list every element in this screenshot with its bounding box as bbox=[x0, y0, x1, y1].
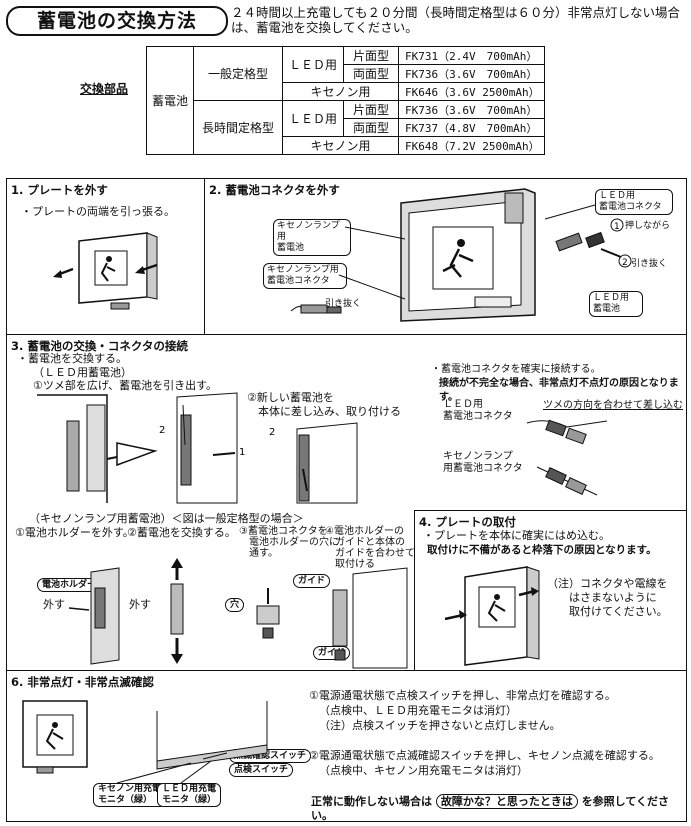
model-cell: FK731（2.4V 700mAh） bbox=[398, 46, 545, 65]
intro-text: ２４時間以上充電しても２０分間（長時間定格型は６０分）非常点灯しない場合は、蓄電… bbox=[231, 5, 681, 35]
xenon-step3: ③蓄電池コネクタを 電池ホルダーの穴に 通す。 bbox=[239, 526, 339, 559]
xenon-step2: ②蓄電池を交換する。 bbox=[127, 526, 236, 539]
step2-title: 2. 蓄電池コネクタを外す bbox=[209, 183, 340, 197]
model-cell: FK736（3.6V 700mAh） bbox=[398, 64, 545, 83]
type-cell: 一般定格型 bbox=[193, 46, 283, 101]
step-circle-2 bbox=[618, 254, 632, 268]
type-cell: 長時間定格型 bbox=[193, 100, 283, 155]
final-post: を参照してください。 bbox=[311, 795, 670, 822]
step3-xenon-panel: （キセノンランプ用蓄電池）＜図は一般定格型の場合＞ ①電池ホルダーを外す。 ②蓄… bbox=[6, 510, 416, 671]
hole-tag: 穴 bbox=[225, 598, 245, 612]
led-battery-label: ＬＥＤ用 蓄電池 bbox=[589, 291, 643, 317]
model-cell: FK648（7.2V 2500mAh） bbox=[398, 136, 545, 155]
category-cell: 蓄電池 bbox=[146, 46, 194, 155]
xenon-illustrations bbox=[68, 558, 408, 669]
step1-title: 1. プレートを外す bbox=[11, 183, 108, 197]
xenon-monitor-tag: キセノン用充電 モニタ（緑） bbox=[93, 783, 167, 807]
xenon-step4: ④電池ホルダーの ガイドと本体の ガイドを合わせて 取付ける bbox=[325, 526, 415, 570]
step3-line2: （ＬＥＤ用蓄電池） bbox=[33, 366, 132, 379]
step3-illustrations: 2 1 2 bbox=[37, 392, 608, 504]
step2-panel: 2. 蓄電池コネクタを外す キセノンランプ用 蓄電池 キセノンランプ用 蓄電池コ… bbox=[204, 178, 687, 336]
press-label: 押しながら bbox=[625, 221, 671, 231]
pull-out-label-2: 引き抜く bbox=[631, 259, 668, 269]
xenon-step1: ①電池ホルダーを外す。 bbox=[15, 526, 134, 539]
step3-sub1: ①ツメ部を広げ、蓄電池を引き出す。 bbox=[33, 379, 217, 392]
xenon-head: （キセノンランプ用蓄電池）＜図は一般定格型の場合＞ bbox=[29, 512, 304, 525]
step-circle-1-text: 1 bbox=[614, 222, 620, 232]
step4-line1: ・プレートを本体に確実にはめ込む。 bbox=[423, 529, 610, 542]
fixture-open-illustration: 1 2 bbox=[290, 188, 632, 322]
step1-panel: 1. プレートを外す ・プレートの両端を引っ張る。 bbox=[6, 178, 206, 336]
step6-p2b: （点検中、キセノン用充電モニタは消灯） bbox=[319, 764, 528, 777]
xenon-battery-label: キセノンランプ用 蓄電池 bbox=[273, 219, 351, 256]
step-circle-1 bbox=[610, 218, 624, 232]
variant-cell: 両面型 bbox=[343, 64, 399, 83]
tsume-text: ツメの方向を合わせて差し込む bbox=[543, 400, 683, 411]
parts-table: 蓄電池 一般定格型 ＬＥＤ用 片面型 FK731（2.4V 700mAh） 両面… bbox=[146, 46, 545, 155]
step6-illustrations bbox=[22, 700, 268, 784]
led-connector-label: ＬＥＤ用 蓄電池コネクタ bbox=[595, 189, 673, 215]
led-cell: ＬＥＤ用 bbox=[282, 46, 344, 83]
fixture-illustration bbox=[53, 232, 158, 310]
step-circle-2-text: 2 bbox=[622, 258, 628, 268]
led-monitor-tag: ＬＥＤ用充電 モニタ（緑） bbox=[157, 783, 222, 807]
step3-right1: ・蓄電池コネクタを確実に接続する。 bbox=[431, 364, 601, 375]
step6-p2: ②電源通電状態で点滅確認スイッチを押し、キセノン点滅を確認する。 bbox=[309, 749, 660, 762]
variant-cell: 片面型 bbox=[343, 46, 399, 65]
xenon-connector-text: キセノンランプ 用蓄電池コネクタ bbox=[443, 451, 523, 474]
model-cell: FK646（3.6V 2500mAh） bbox=[398, 82, 545, 101]
num-2-label-b: 2 bbox=[269, 427, 275, 438]
led-connector-text: ＬＥＤ用 蓄電池コネクタ bbox=[443, 399, 513, 422]
step6-p1: ①電源通電状態で点検スイッチを押し、非常点灯を確認する。 bbox=[309, 689, 616, 702]
variant-cell: 片面型 bbox=[343, 100, 399, 119]
step6-panel: 6. 非常点灯・非常点滅確認 ①電源通電状態で点検スイッチを押し、非常点灯を確認… bbox=[6, 670, 687, 822]
guide-tag: ガイド bbox=[293, 574, 331, 588]
fixture-attach-illustration bbox=[444, 566, 540, 666]
xenon-connector-label: キセノンランプ用 蓄電池コネクタ bbox=[263, 263, 347, 289]
num-1-label: 1 bbox=[239, 447, 245, 458]
step3-line1: ・蓄電池を交換する。 bbox=[17, 352, 127, 365]
step3-right2: 接続が不完全な場合、非常点灯不点灯の原因となります。 bbox=[439, 378, 679, 403]
step6-p1b: （点検中、ＬＥＤ用充電モニタは消灯） bbox=[319, 704, 517, 717]
step4-title: 4. プレートの取付 bbox=[419, 515, 516, 529]
check-switch-tag: 点検スイッチ bbox=[229, 763, 294, 777]
model-cell: FK737（4.8V 700mAh） bbox=[398, 118, 545, 137]
step4-panel: 4. プレートの取付 ・プレートを本体に確実にはめ込む。 取付けに不備があると枠… bbox=[414, 510, 687, 672]
variant-cell: 両面型 bbox=[343, 118, 399, 137]
step6-final: 正常に動作しない場合は 故障かな？と思ったときは を参照してください。 bbox=[311, 794, 686, 823]
parts-label: 交換部品 bbox=[80, 82, 129, 96]
xenon-cell: キセノン用 bbox=[282, 136, 399, 155]
page-title: 蓄電池の交換方法 bbox=[6, 6, 228, 36]
troubleshoot-ref: 故障かな？と思ったときは bbox=[435, 794, 578, 809]
remove-label: 外す bbox=[43, 598, 65, 611]
remove-label-2: 外す bbox=[129, 598, 151, 611]
xenon-cell: キセノン用 bbox=[282, 82, 399, 101]
model-cell: FK736（3.6V 700mAh） bbox=[398, 100, 545, 119]
step4-line2: 取付けに不備があると枠落下の原因となります。 bbox=[427, 544, 657, 556]
step3-title: 3. 蓄電池の交換・コネクタの接続 bbox=[11, 339, 188, 353]
led-cell: ＬＥＤ用 bbox=[282, 100, 344, 137]
holder-tag: 電池ホルダー bbox=[37, 578, 102, 592]
step6-title: 6. 非常点灯・非常点滅確認 bbox=[11, 675, 154, 689]
final-pre: 正常に動作しない場合は bbox=[311, 795, 432, 808]
step6-p1c: （注）点検スイッチを押さないと点灯しません。 bbox=[319, 719, 561, 732]
num-2-label: 2 bbox=[159, 425, 165, 436]
step1-text: ・プレートの両端を引っ張る。 bbox=[21, 205, 175, 218]
step4-note: （注）コネクタや電線を はさまないように 取付けてください。 bbox=[547, 577, 668, 618]
pull-out-label: 引き抜く bbox=[325, 299, 362, 309]
step3-panel: 3. 蓄電池の交換・コネクタの接続 ・蓄電池を交換する。 （ＬＥＤ用蓄電池） ①… bbox=[6, 334, 687, 511]
step3-sub2: ②新しい蓄電池を 本体に差し込み、取り付ける bbox=[247, 391, 401, 418]
